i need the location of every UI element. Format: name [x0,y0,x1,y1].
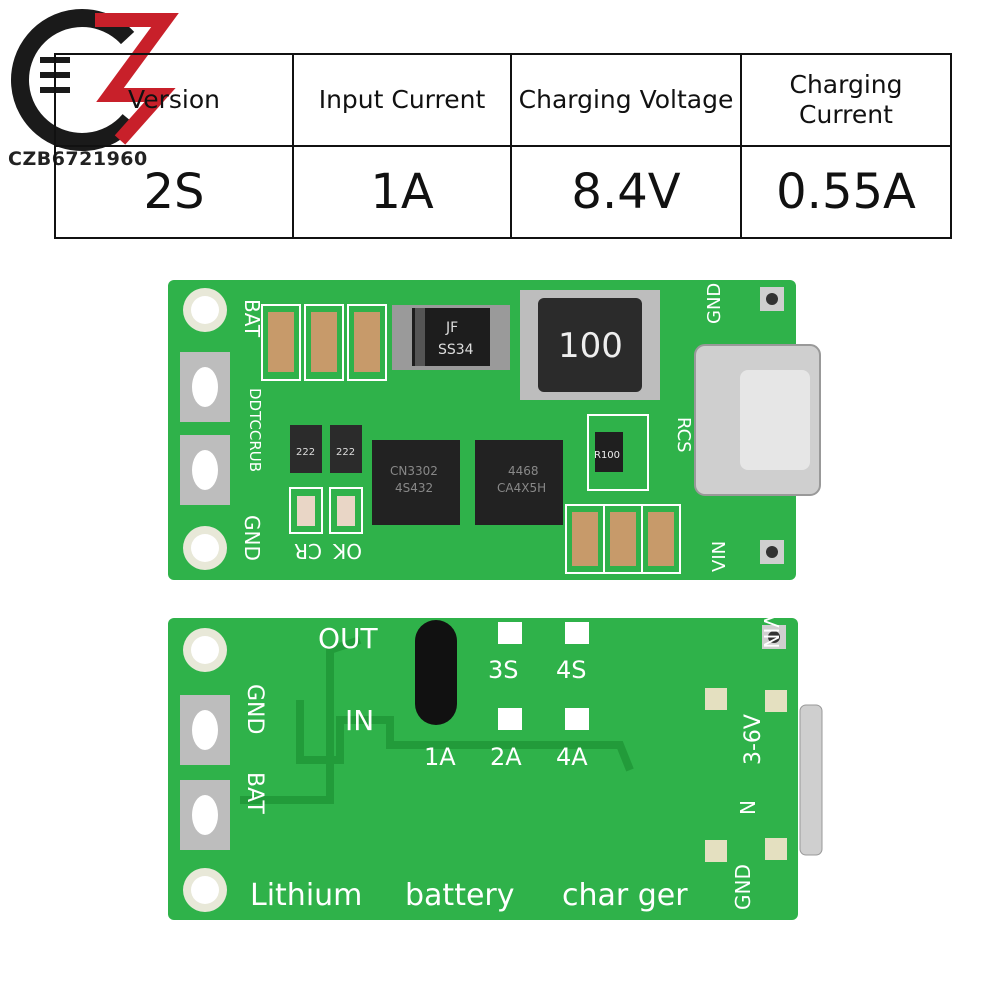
spec-table: Version Input Current Charging Voltage C… [54,53,952,239]
header-charging-voltage: Charging Voltage [510,53,742,147]
top-label-gnd-left: GND [240,515,264,561]
top-label-res-a: 222 [296,447,315,458]
top-label-ic1-1: CN3302 [390,464,438,478]
top-label-ic1-2: 4S432 [395,481,433,495]
top-label-ok: OK [332,539,362,563]
bottom-label-footer-1: Lithium [250,878,362,913]
top-label-gnd-right: GND [704,283,725,324]
bottom-label-footer-2: battery [405,878,515,913]
header-charging-current-line1: Charging [789,70,903,99]
bottom-label-bat: BAT [242,772,267,814]
table-header-row: Version Input Current Charging Voltage C… [54,53,952,147]
top-label-resistor: R100 [594,450,620,461]
bottom-label-4a: 4A [556,743,588,771]
table-value-row: 2S 1A 8.4V 0.55A [54,145,952,239]
bottom-label-voltage: 3-6V [741,714,766,765]
header-charging-current: Charging Current [740,53,952,147]
top-label-cr: CR [294,539,322,563]
value-input-current: 1A [292,145,512,239]
bottom-label-gnd-right: GND [731,864,755,910]
value-charging-current: 0.55A [740,145,952,239]
bottom-label-4s: 4S [556,656,587,684]
top-label-inductor: 100 [558,326,623,366]
bottom-label-footer-3: char ger [562,878,688,913]
value-charging-voltage: 8.4V [510,145,742,239]
bottom-label-gnd-left: GND [242,684,267,734]
bottom-label-2a: 2A [490,743,522,771]
bottom-label-in: IN [345,704,374,737]
top-board: BAT GND DDTCCRUB JF SS34 100 R100 RCS 22… [168,280,821,580]
header-charging-current-line2: Current [799,100,893,129]
top-label-rcs: RCS [673,417,694,453]
top-label-model: DDTCCRUB [246,388,264,472]
bottom-label-n: N [736,800,760,815]
top-label-vin: VIN [709,541,730,572]
top-label-diode-2: SS34 [438,342,474,358]
top-label-res-b: 222 [336,447,355,458]
value-version: 2S [54,145,294,239]
bottom-label-vin: VIN [759,614,783,649]
top-label-ic2-2: CA4X5H [497,481,546,495]
bottom-label-3s: 3S [488,656,519,684]
bottom-label-out: OUT [318,622,379,655]
top-label-bat: BAT [240,299,264,338]
top-label-ic2-1: 4468 [508,464,539,478]
bottom-board: OUT 3S 4S IN 1A 2A 4A GND BAT VIN 3-6V N… [168,614,823,920]
top-label-diode-1: JF [445,320,458,336]
header-input-current: Input Current [292,53,512,147]
bottom-label-1a: 1A [424,743,456,771]
header-version: Version [54,53,294,147]
